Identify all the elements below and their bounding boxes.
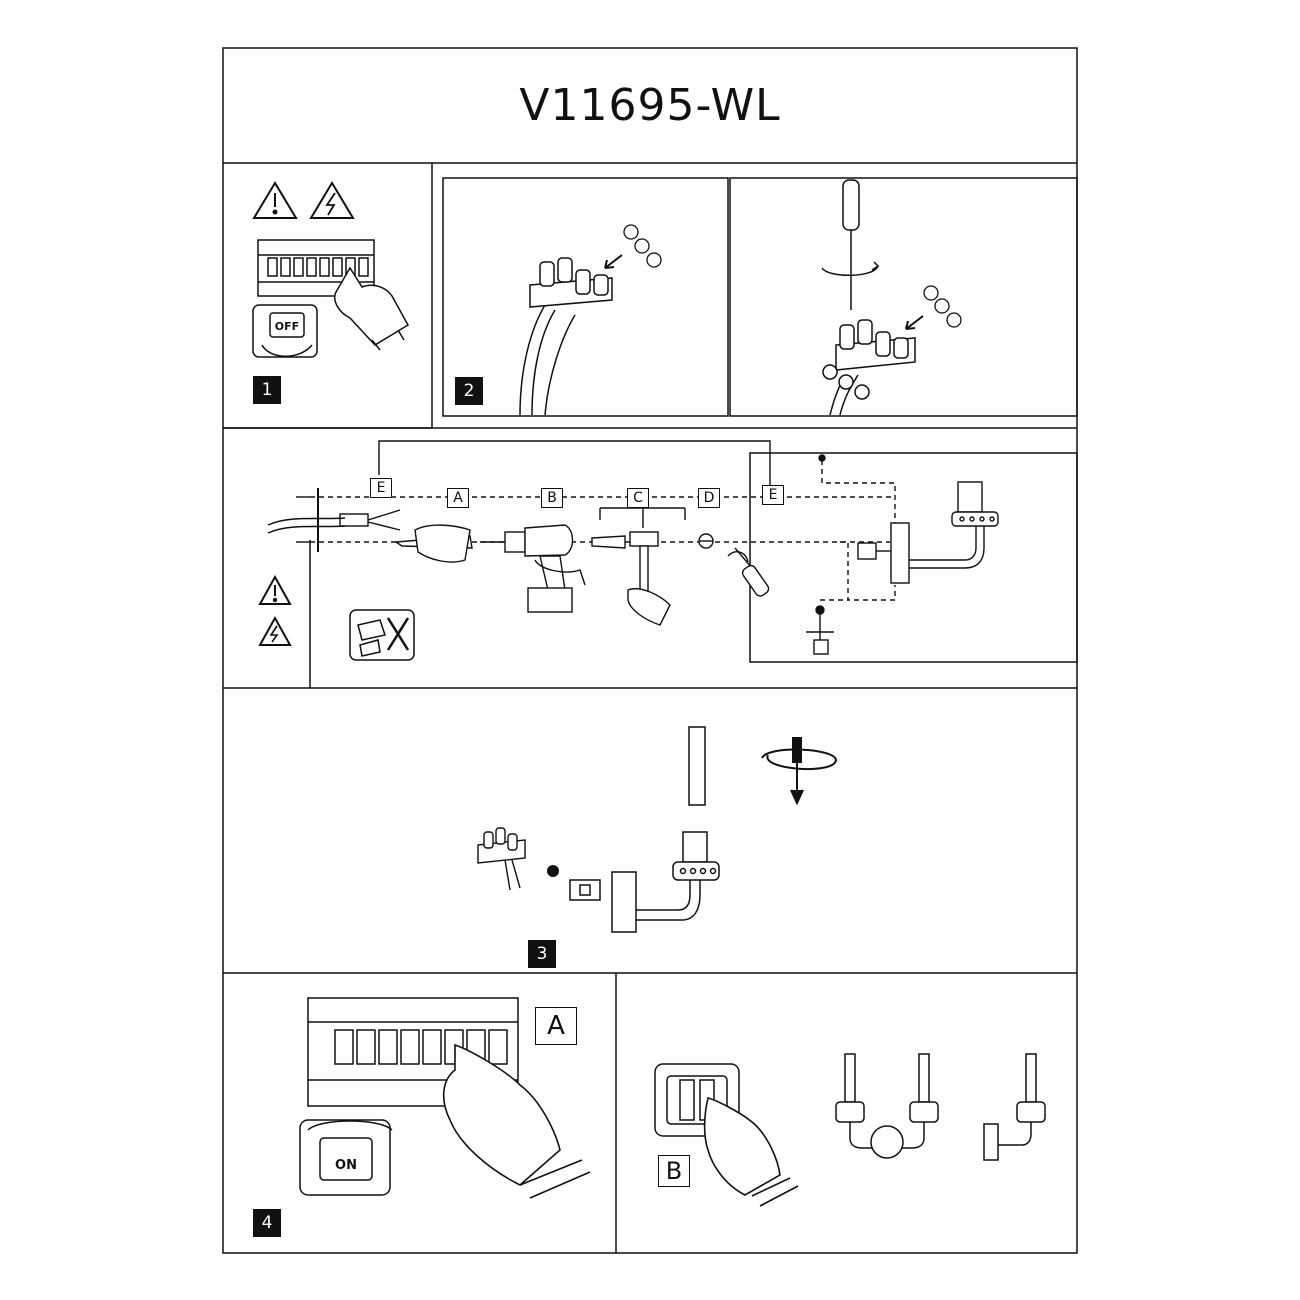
breaker-panel-icon — [257, 239, 375, 297]
screwdriver-icon — [821, 179, 880, 310]
double-wall-lamp-icon — [835, 1053, 939, 1159]
label-e-left: E — [370, 478, 392, 498]
label-c: C — [627, 488, 649, 508]
hammer-icon — [627, 531, 671, 626]
label-b: B — [541, 488, 563, 508]
terminal-block-icon — [519, 257, 613, 416]
no-drilling-on-cables-icon — [349, 609, 415, 661]
label-breaker-a: A — [535, 1007, 577, 1045]
hand-icon — [334, 266, 410, 351]
off-switch-label: OFF — [275, 320, 299, 333]
lne-connection-icon — [604, 224, 662, 269]
warning-icon — [258, 574, 292, 605]
drill-icon — [480, 524, 586, 613]
screwdriver-icon — [727, 547, 770, 597]
wall-lamp-icon — [569, 831, 720, 933]
screw-icon — [698, 533, 714, 549]
electric-hazard-icon — [309, 181, 355, 219]
label-switch-b: B — [658, 1155, 690, 1187]
lamp-arm-tube-icon — [688, 726, 706, 806]
rotate-down-arrow-icon — [761, 737, 838, 806]
terminal-block-icon — [822, 319, 916, 416]
off-switch-icon — [252, 304, 318, 358]
step-4-badge: 4 — [253, 1209, 281, 1237]
measure-line — [378, 440, 771, 485]
hand-icon — [442, 1043, 591, 1199]
label-a: A — [447, 488, 469, 508]
wall-lamp-plan-icon — [857, 481, 999, 584]
terminal-block-icon — [477, 827, 526, 891]
panel-wall-plan — [749, 452, 1078, 663]
panel-2b — [729, 177, 1078, 417]
electric-hazard-icon — [258, 615, 292, 646]
step-2-badge: 2 — [455, 377, 483, 405]
page-title: V11695-WL — [519, 80, 781, 131]
screw-dot-icon — [547, 865, 559, 877]
panel-2a — [442, 177, 729, 417]
label-e-right: E — [762, 485, 784, 505]
single-wall-lamp-icon — [983, 1053, 1046, 1161]
hand-icon — [703, 1097, 799, 1207]
step-3-badge: 3 — [528, 940, 556, 968]
label-d: D — [698, 488, 720, 508]
step-1-badge: 1 — [253, 376, 281, 404]
warning-icon — [252, 181, 298, 219]
on-switch-icon — [299, 1119, 393, 1196]
on-switch-label: ON — [335, 1158, 357, 1173]
lne-connection-icon — [905, 285, 962, 330]
pencil-hand-icon — [393, 524, 473, 563]
screw-icon — [806, 454, 834, 655]
wall-plug-icon — [591, 535, 626, 549]
